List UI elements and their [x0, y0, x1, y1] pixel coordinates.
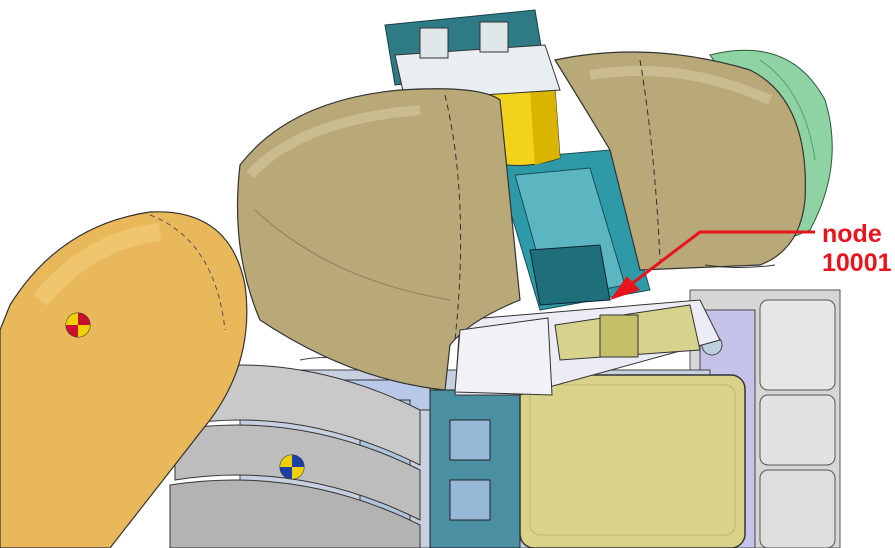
arm-target-marker: [65, 312, 91, 338]
rib-target-marker: [279, 454, 305, 480]
chest-plate: [519, 374, 746, 548]
neck-top-bracket: [384, 9, 561, 101]
node-label-line2: 10001: [822, 249, 892, 277]
left-upper-arm: [0, 211, 248, 548]
node-label-line1: node: [822, 220, 882, 248]
left-shoulder-pad: [236, 88, 553, 396]
node-annotation-arrow: [610, 230, 815, 300]
right-shoulder-pad: [554, 51, 806, 271]
neck-channel: [494, 149, 651, 311]
